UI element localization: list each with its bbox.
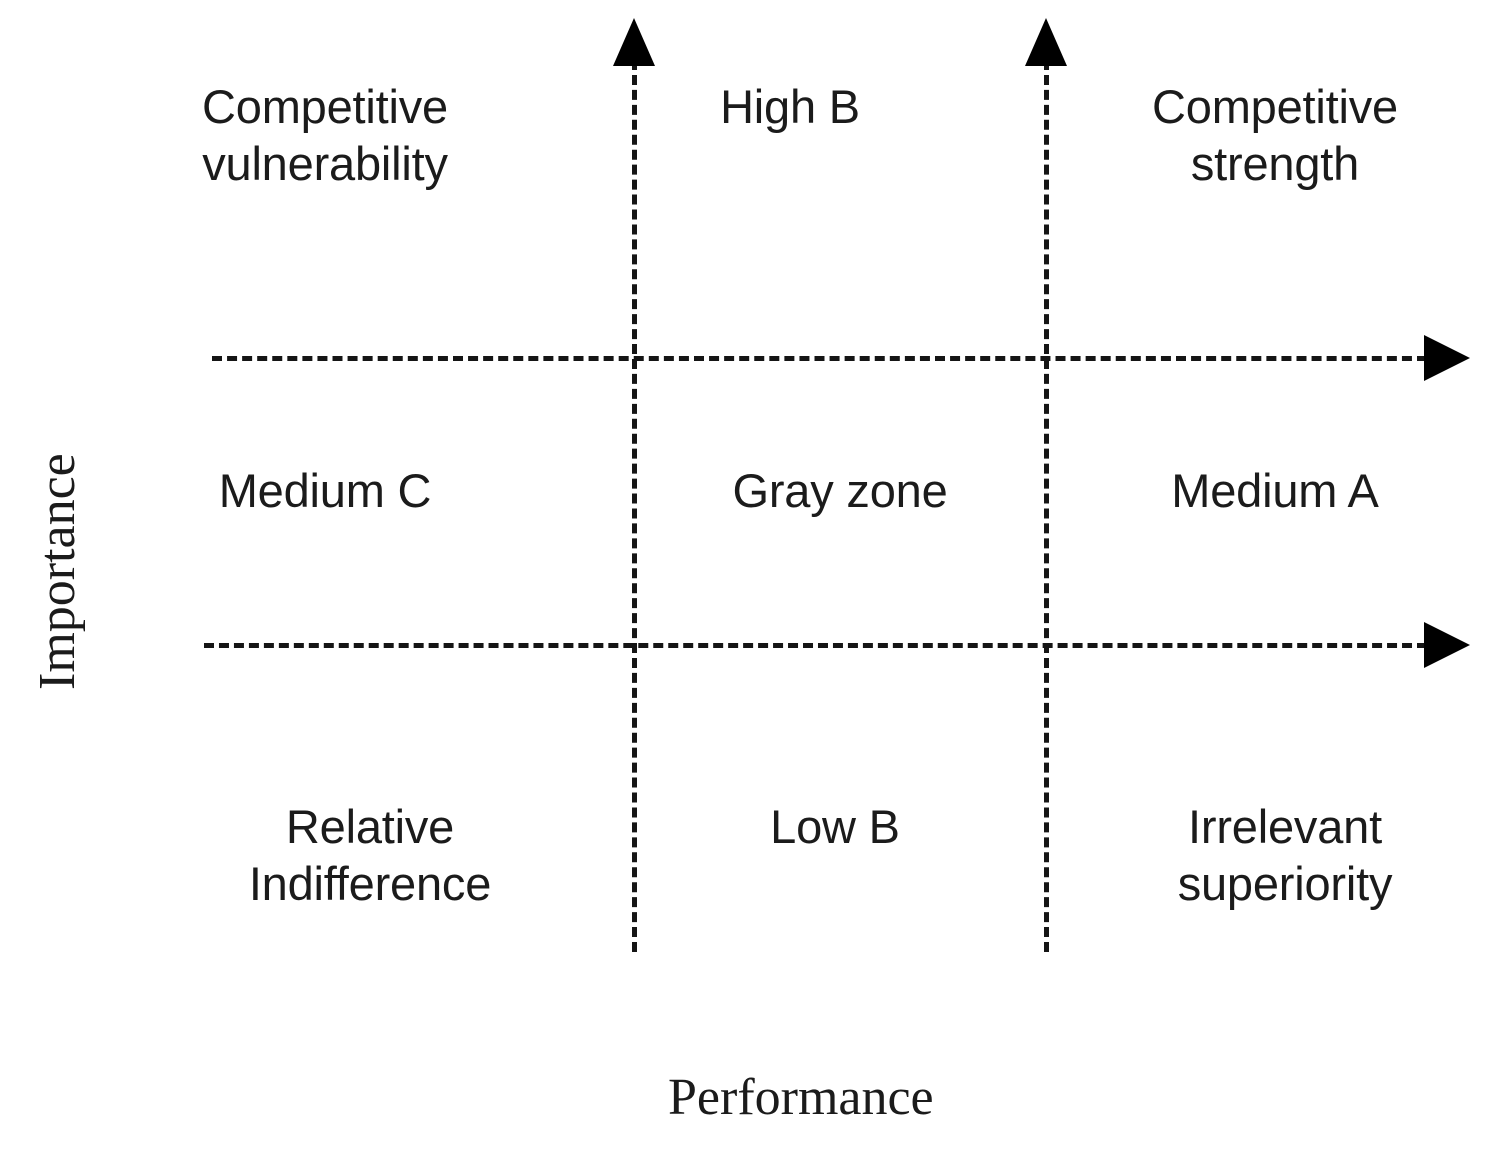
cell-medium-low: Medium C xyxy=(218,464,432,517)
cell-high-high: Competitive strength xyxy=(1152,80,1398,191)
cell-low-high: Irrelevant superiority xyxy=(1177,800,1393,911)
cell-high-low: Competitive vulnerability xyxy=(202,80,448,191)
arrow-right-lower-icon xyxy=(1424,622,1470,668)
y-axis-title: Importance xyxy=(29,453,86,690)
horizontal-divider-lower xyxy=(204,643,1427,648)
vertical-divider-right xyxy=(1044,60,1049,952)
cell-high-mid: High B xyxy=(720,80,860,133)
cell-low-low: Relative Indifference xyxy=(248,800,492,911)
arrow-up-left-icon xyxy=(613,18,655,66)
vertical-divider-left xyxy=(632,60,637,952)
x-axis-title: Performance xyxy=(668,1069,934,1126)
horizontal-divider-upper xyxy=(212,356,1427,361)
arrow-right-upper-icon xyxy=(1424,335,1470,381)
cell-low-mid: Low B xyxy=(770,800,900,853)
cell-medium-mid: Gray zone xyxy=(732,464,948,517)
arrow-up-right-icon xyxy=(1025,18,1067,66)
cell-medium-high: Medium A xyxy=(1171,464,1379,517)
